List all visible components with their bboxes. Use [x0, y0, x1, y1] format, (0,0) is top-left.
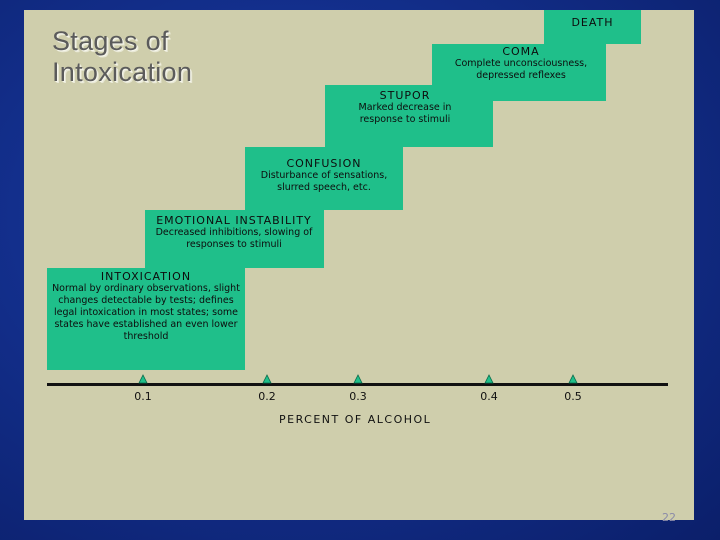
slide-title: Stages of Intoxication — [52, 26, 192, 88]
tick-label: 0.3 — [349, 390, 367, 403]
tick-marker-0-2 — [262, 374, 272, 384]
stage-emotional-instability: EMOTIONAL INSTABILITY Decreased inhibiti… — [146, 214, 322, 251]
stage-description: Complete unconsciousness, depressed refl… — [454, 58, 588, 81]
stage-description: Marked decrease in response to stimuli — [358, 102, 452, 125]
stage-name: EMOTIONAL INSTABILITY — [156, 214, 312, 227]
stage-description: Disturbance of sensations, slurred speec… — [260, 170, 388, 193]
page-number: 22 — [662, 511, 676, 524]
stage-stupor: STUPOR Marked decrease in response to st… — [345, 89, 465, 126]
tick-label: 0.1 — [134, 390, 152, 403]
axis-title: PERCENT OF ALCOHOL — [279, 413, 432, 426]
stage-description: Normal by ordinary observations, slight … — [52, 283, 240, 342]
stage-block-emotional-instability — [145, 210, 324, 268]
tick-marker-0-5 — [568, 374, 578, 384]
tick-marker-0-4 — [484, 374, 494, 384]
stage-block-intoxication — [47, 268, 245, 370]
stage-block-coma — [432, 44, 606, 101]
tick-label: 0.4 — [480, 390, 498, 403]
tick-marker-0-1 — [138, 374, 148, 384]
stage-description: Decreased inhibitions, slowing of respon… — [155, 227, 313, 250]
stage-block-death — [544, 10, 641, 44]
stage-intoxication: INTOXICATION Normal by ordinary observat… — [50, 270, 242, 343]
stage-name: DEATH — [571, 16, 614, 29]
stage-name: CONFUSION — [286, 157, 362, 170]
tick-marker-0-3 — [353, 374, 363, 384]
tick-label: 0.2 — [258, 390, 276, 403]
stage-name: COMA — [502, 45, 540, 58]
stage-name: STUPOR — [379, 89, 431, 102]
stage-death: DEATH — [546, 16, 639, 29]
stage-block-confusion — [245, 147, 403, 210]
stage-coma: COMA Complete unconsciousness, depressed… — [440, 45, 602, 82]
stage-name: INTOXICATION — [100, 270, 192, 283]
stage-confusion: CONFUSION Disturbance of sensations, slu… — [247, 157, 401, 194]
title-line-1: Stages of — [52, 26, 169, 56]
tick-label: 0.5 — [564, 390, 582, 403]
title-line-2: Intoxication — [52, 57, 193, 87]
